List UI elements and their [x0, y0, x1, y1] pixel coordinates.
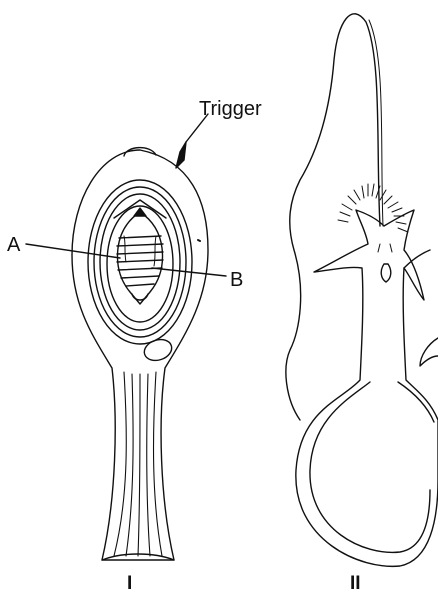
everted-thread: [286, 14, 380, 420]
surface-speck: [198, 240, 200, 241]
adjacent-fragment: [420, 338, 438, 366]
tube-tip: [134, 208, 146, 216]
trigger-label: Trigger: [199, 99, 262, 119]
capsule-wall-1: [88, 180, 192, 344]
trigger-cnidocil: [176, 142, 186, 168]
coiled-thread-bands: [117, 236, 163, 286]
figure-two-caption: II: [350, 574, 361, 593]
everted-thread-inner: [369, 20, 383, 226]
sac-inner-wall: [310, 382, 430, 552]
barb-hook-right: [404, 250, 430, 268]
shaft-body: [296, 210, 438, 566]
figure-one-caption: I: [127, 574, 132, 593]
figure-two-nematocyst: [286, 14, 438, 567]
figure-one-nematocyst: [26, 114, 226, 560]
label-b: B: [230, 270, 243, 290]
barb-stubs: [378, 244, 392, 252]
stalk-fibres: [114, 372, 162, 556]
label-a: A: [7, 235, 20, 255]
barb-detail: [381, 264, 391, 282]
pointer-line-b: [152, 268, 226, 276]
inverted-tube: [118, 212, 163, 304]
pointer-line-a: [26, 244, 120, 258]
sac-inner-wall-2: [398, 382, 434, 422]
barb-spines: [338, 184, 408, 232]
